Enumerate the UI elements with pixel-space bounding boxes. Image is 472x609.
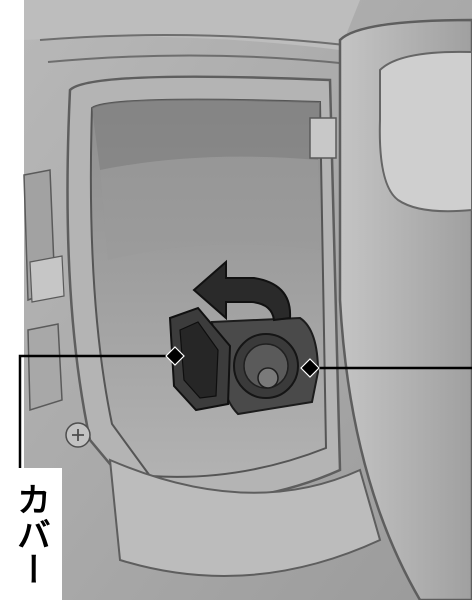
cover-label-box: カバー xyxy=(0,468,62,600)
diamond-icon xyxy=(300,358,320,378)
latch-tab xyxy=(309,117,337,159)
side-trim-lower xyxy=(27,323,63,412)
lower-body xyxy=(108,458,382,577)
curved-arrow-left-icon xyxy=(192,259,292,322)
door-handle-recess xyxy=(378,50,472,213)
cover-callout-line xyxy=(18,354,172,470)
diamond-icon xyxy=(165,346,185,366)
upper-body-contour xyxy=(24,0,360,50)
socket-pin xyxy=(257,367,279,389)
cover-label: カバー xyxy=(10,481,51,587)
